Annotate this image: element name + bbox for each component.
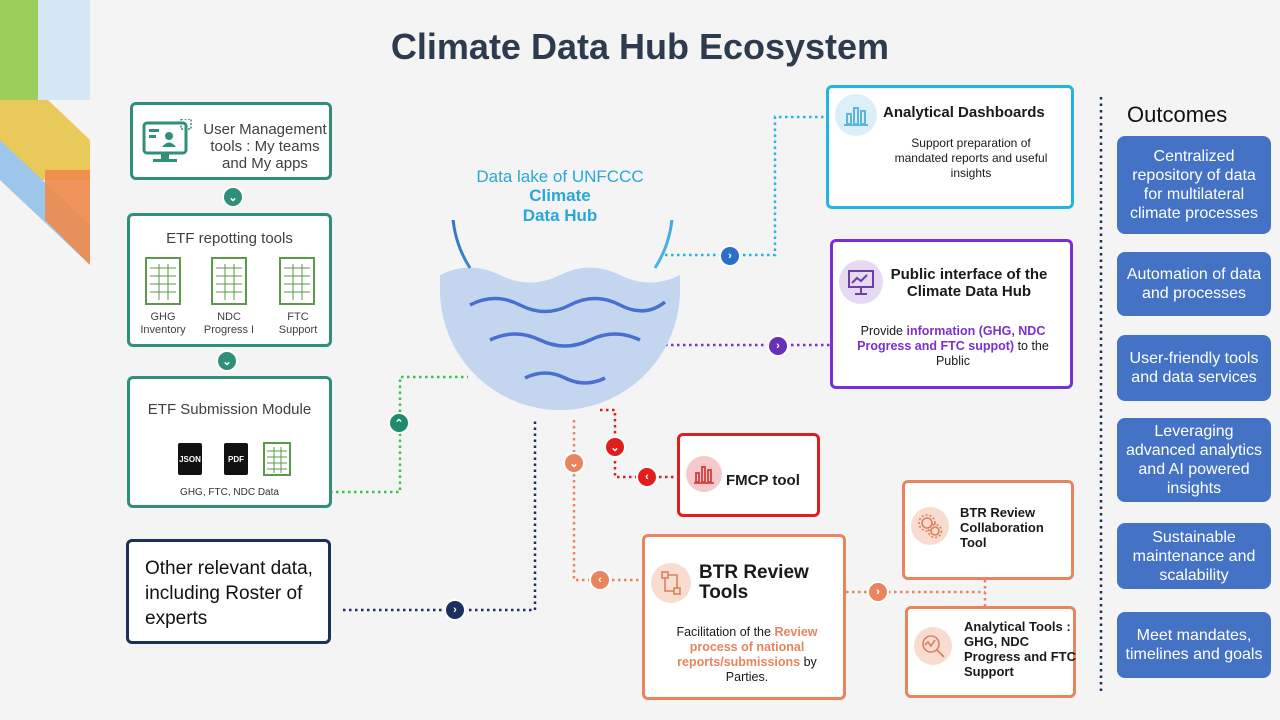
etf-reporting-tools-title: ETF repotting tools — [166, 230, 293, 247]
outcome-item: Meet mandates, timelines and goals — [1117, 612, 1271, 678]
btr-review-tools-title: BTR Review Tools — [699, 562, 809, 603]
outcome-item: Sustainable maintenance and scalability — [1117, 523, 1271, 589]
analytical-dashboards-title: Analytical Dashboards — [883, 104, 1045, 121]
btr-review-tools-box[interactable]: BTR Review Tools Facilitation of the Rev… — [642, 534, 846, 700]
gears-icon — [911, 507, 949, 545]
bar-chart-icon — [835, 94, 877, 136]
chevron-right-icon: › — [867, 581, 889, 603]
analytical-dashboards-desc: Support preparation of mandated reports … — [894, 136, 1048, 180]
chevron-down-icon: ⌄ — [563, 452, 585, 474]
spreadsheet-icon — [263, 442, 291, 476]
ndc-progress-label: NDC Progress I — [203, 311, 255, 336]
analytical-dashboards-box[interactable]: Analytical Dashboards Support preparatio… — [826, 85, 1074, 209]
analytical-tools-title: Analytical Tools : GHG, NDC Progress and… — [964, 619, 1076, 679]
magnifier-chart-icon — [914, 627, 952, 665]
etf-submission-caption: GHG, FTC, NDC Data — [180, 487, 279, 498]
outcome-item: Automation of data and processes — [1117, 252, 1271, 316]
data-lake-title-line1: Climate — [529, 186, 591, 205]
data-lake-caption: Data lake of UNFCCC — [476, 167, 644, 186]
spreadsheet-icon — [145, 257, 181, 305]
ghg-inventory-label: GHG Inventory — [140, 311, 186, 336]
btr-review-highlight: Review process of national reports/submi… — [677, 625, 818, 669]
public-interface-highlight: information (GHG, NDC Progress and FTC s… — [857, 324, 1046, 353]
public-interface-box[interactable]: Public interface of the Climate Data Hub… — [830, 239, 1073, 389]
presentation-icon — [839, 260, 883, 304]
etf-submission-title: ETF Submission Module — [147, 401, 312, 418]
outcome-item: Centralized repository of data for multi… — [1117, 136, 1271, 234]
json-file-icon: JSON — [178, 443, 202, 475]
public-interface-desc: Provide information (GHG, NDC Progress a… — [857, 324, 1049, 368]
flow-diagram-icon — [651, 563, 691, 603]
fmcp-tool-box[interactable]: FMCP tool — [677, 433, 820, 517]
chevron-down-icon: ⌄ — [216, 350, 238, 372]
spreadsheet-icon — [211, 257, 247, 305]
etf-reporting-tools-box[interactable]: ETF repotting tools GHG Inventory NDC Pr… — [127, 213, 332, 347]
outcomes-title: Outcomes — [1127, 102, 1228, 127]
other-data-box[interactable]: Other relevant data, including Roster of… — [126, 539, 331, 644]
monitor-user-icon — [142, 119, 192, 162]
btr-collaboration-box[interactable]: BTR Review Collaboration Tool — [902, 480, 1074, 580]
fmcp-tool-title: FMCP tool — [726, 472, 800, 489]
chevron-left-icon: ‹ — [589, 569, 611, 591]
data-lake-title-line2: Data Hub — [522, 206, 598, 225]
btr-collaboration-title: BTR Review Collaboration Tool — [960, 505, 1044, 550]
corner-decoration — [0, 0, 90, 265]
page-title: Climate Data Hub Ecosystem — [390, 26, 890, 67]
btr-review-tools-desc: Facilitation of the Review process of na… — [676, 625, 818, 684]
diamond-node-icon: › — [767, 335, 789, 357]
chevron-left-icon: ‹ — [636, 466, 658, 488]
etf-submission-box[interactable]: ETF Submission Module JSON PDF GHG, FTC,… — [127, 376, 332, 508]
bar-chart-icon — [686, 456, 722, 492]
chevron-right-icon: › — [444, 599, 466, 621]
user-management-box[interactable]: User Management tools : My teams and My … — [130, 102, 332, 180]
spreadsheet-icon — [279, 257, 315, 305]
chevron-up-icon: ⌃ — [388, 412, 410, 434]
ftc-support-label: FTC Support — [278, 311, 318, 336]
chevron-down-icon: ⌄ — [222, 186, 244, 208]
public-interface-title: Public interface of the Climate Data Hub — [890, 266, 1048, 300]
analytical-tools-box[interactable]: Analytical Tools : GHG, NDC Progress and… — [905, 606, 1076, 698]
user-management-label: User Management tools : My teams and My … — [203, 121, 327, 172]
data-lake-graphic — [440, 220, 680, 410]
outcome-item: User-friendly tools and data services — [1117, 335, 1271, 401]
chevron-down-icon: ⌄ — [604, 436, 626, 458]
diamond-node-icon: › — [719, 245, 741, 267]
outcome-item: Leveraging advanced analytics and AI pow… — [1117, 418, 1271, 502]
pdf-file-icon: PDF — [224, 443, 248, 475]
other-data-label: Other relevant data, including Roster of… — [145, 558, 313, 629]
